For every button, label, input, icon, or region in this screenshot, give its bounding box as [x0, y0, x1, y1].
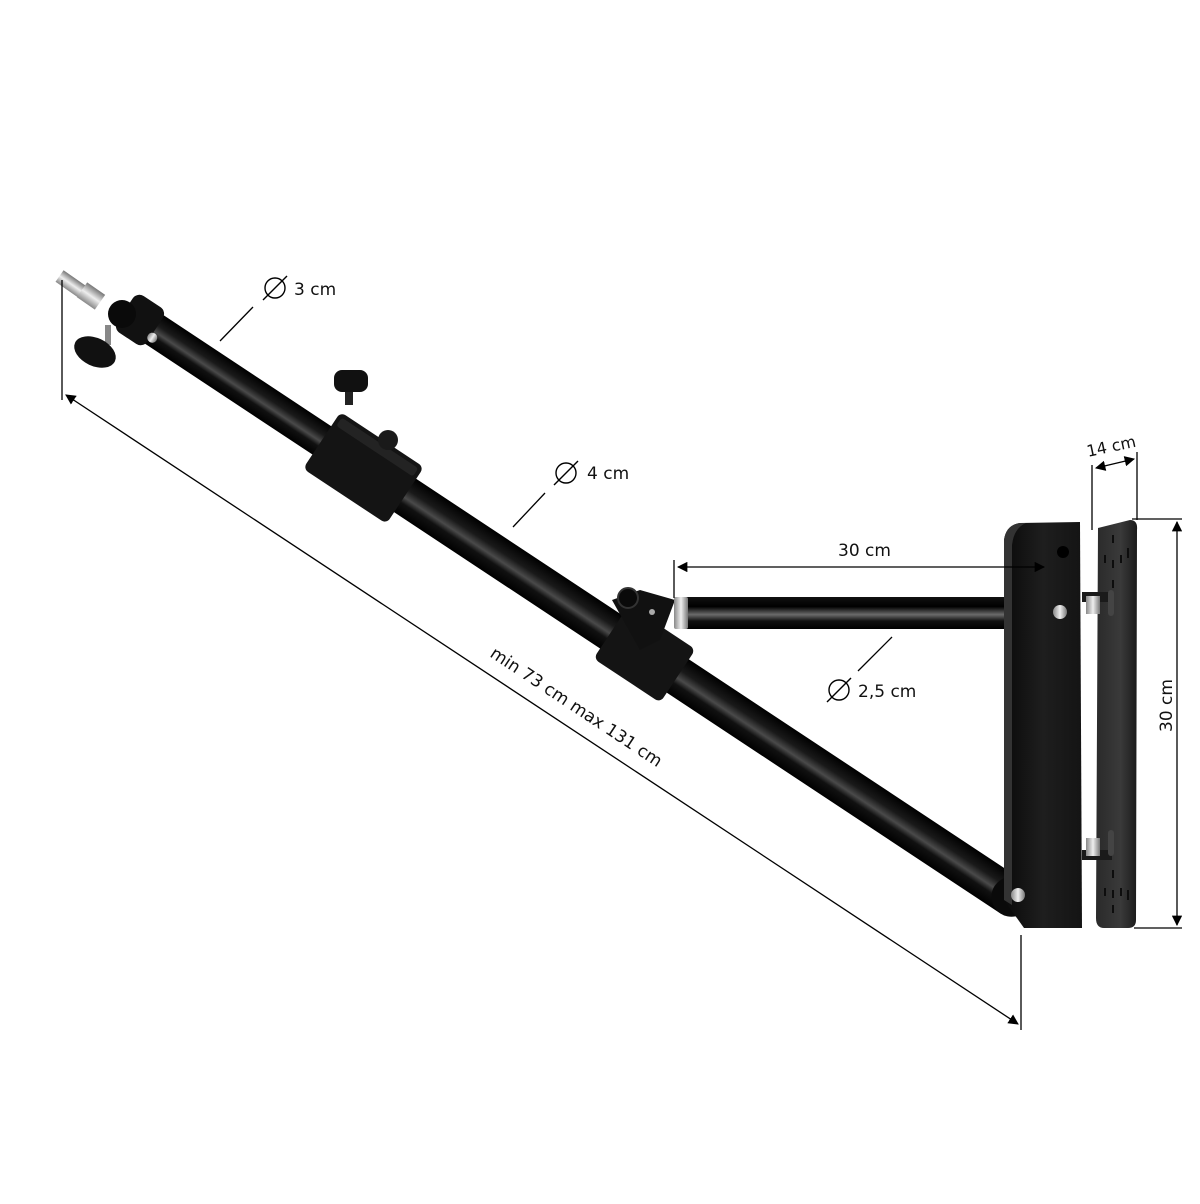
- spigot-adapter: [55, 270, 136, 328]
- support-strut: [674, 597, 1018, 629]
- bracket-hole: [1057, 546, 1069, 558]
- label-diameter-top: 3 cm: [294, 280, 336, 300]
- wall-plate-connector-top: [1082, 590, 1114, 616]
- bracket-bolt-top: [1053, 605, 1067, 619]
- upper-tube: [132, 307, 348, 466]
- label-plate-height: 30 cm: [1157, 679, 1177, 732]
- lower-tube: [331, 438, 1025, 914]
- diameter-symbol-icon: [262, 275, 852, 703]
- head-locking-knob-icon: [74, 325, 116, 368]
- bracket-bolt-bottom: [1011, 888, 1025, 902]
- wall-plate-connector-bottom: [1082, 830, 1114, 860]
- label-diameter-strut: 2,5 cm: [858, 682, 916, 702]
- dimension-lines: [61, 280, 1183, 1030]
- label-strut-length: 30 cm: [838, 541, 891, 561]
- strut-ferrule: [674, 597, 688, 629]
- mount-bracket: [1004, 522, 1082, 928]
- label-diameter-mid: 4 cm: [587, 464, 629, 484]
- wall-plate: [1082, 520, 1138, 928]
- label-plate-depth: 14 cm: [1085, 432, 1138, 461]
